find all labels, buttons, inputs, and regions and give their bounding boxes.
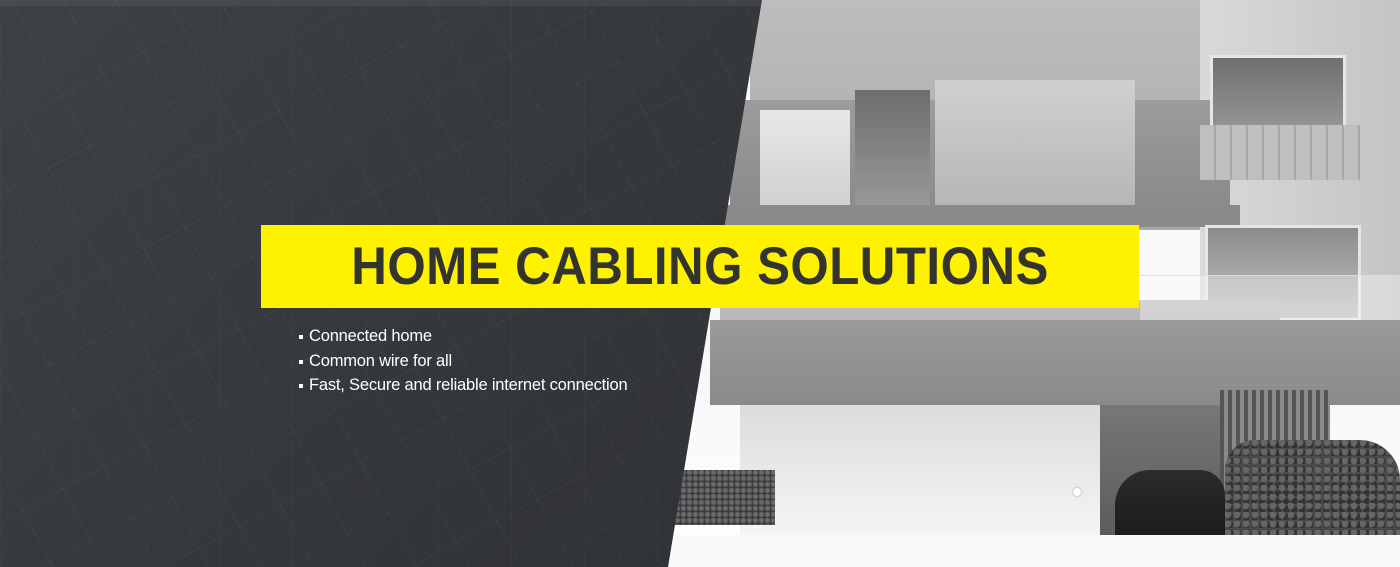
upper-room-left bbox=[760, 110, 850, 210]
upper-room-bath bbox=[855, 90, 930, 210]
slide-indicator-dot[interactable] bbox=[1073, 488, 1081, 496]
bullet-icon bbox=[299, 335, 303, 340]
ground-living-room bbox=[740, 405, 1110, 535]
feature-item: Connected home bbox=[299, 324, 627, 349]
balcony bbox=[1200, 125, 1360, 180]
car bbox=[1115, 470, 1225, 540]
title-band: HOME CABLING SOLUTIONS bbox=[261, 225, 1139, 308]
top-strip bbox=[0, 0, 762, 6]
feature-text: Fast, Secure and reliable internet conne… bbox=[309, 376, 628, 394]
ground-base bbox=[660, 535, 1400, 567]
feature-item: Common wire for all bbox=[299, 349, 627, 374]
feature-item: Fast, Secure and reliable internet conne… bbox=[299, 373, 628, 398]
glass-railing bbox=[1140, 275, 1400, 321]
bullet-icon bbox=[299, 359, 303, 364]
upper-room-bedroom bbox=[935, 80, 1135, 210]
house-cutaway bbox=[660, 0, 1400, 567]
hedge-left bbox=[675, 470, 775, 525]
feature-text: Common wire for all bbox=[309, 351, 452, 370]
floor-slab bbox=[720, 205, 1240, 227]
feature-list: Connected home Common wire for all Fast,… bbox=[299, 324, 628, 398]
page-title: HOME CABLING SOLUTIONS bbox=[351, 237, 1049, 296]
bullet-icon bbox=[299, 384, 303, 389]
feature-text: Connected home bbox=[309, 327, 432, 345]
